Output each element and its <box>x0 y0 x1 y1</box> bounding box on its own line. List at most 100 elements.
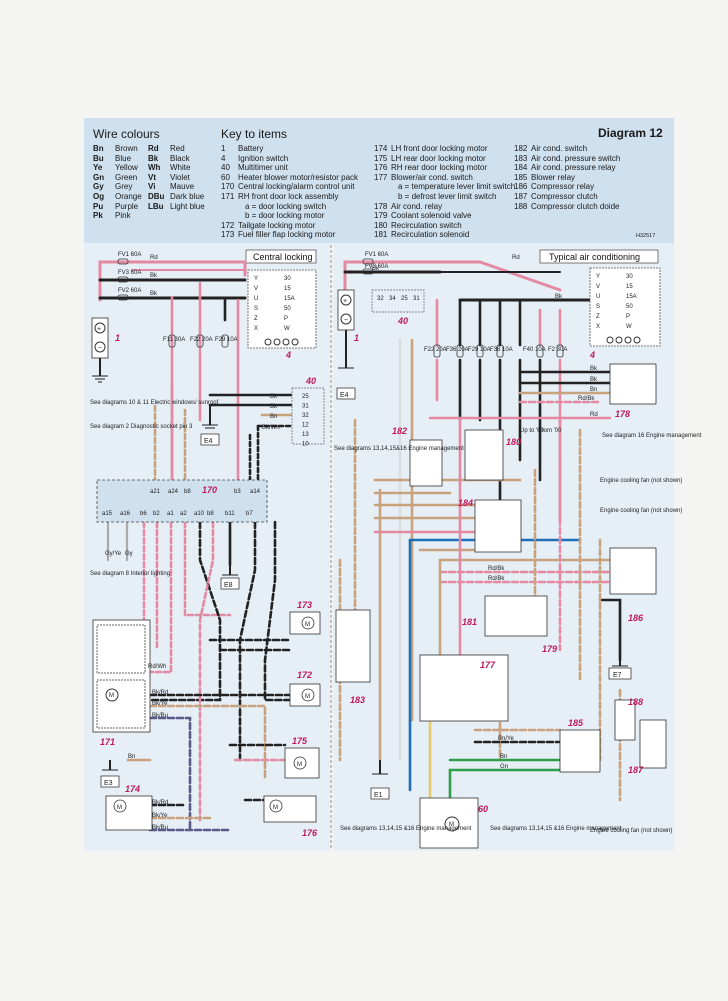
timer-pin: 13 <box>302 432 309 438</box>
ignition-letter: S <box>596 304 600 310</box>
ignition-contact <box>291 338 299 346</box>
svg-text:Bk/Ye: Bk/Ye <box>152 813 168 819</box>
svg-text:40: 40 <box>305 376 316 386</box>
svg-text:174: 174 <box>125 784 140 794</box>
ecu-pin: a14 <box>250 489 261 495</box>
svg-text:Rd/Wh: Rd/Wh <box>148 664 166 670</box>
svg-text:F40 10A: F40 10A <box>523 347 546 353</box>
svg-text:−: − <box>344 317 348 324</box>
ecu-pin: b8 <box>207 511 214 517</box>
battery-right: + − E4 <box>336 289 356 400</box>
svg-text:4: 4 <box>589 350 595 360</box>
svg-text:From '00: From '00 <box>538 428 562 434</box>
svg-text:172: 172 <box>297 670 312 680</box>
svg-text:Engine cooling fan (not shown): Engine cooling fan (not shown) <box>600 508 682 514</box>
svg-text:Bk/Wh: Bk/Wh <box>262 425 280 431</box>
svg-text:See diagram 16 Engine manageme: See diagram 16 Engine management <box>602 433 702 439</box>
svg-text:180: 180 <box>506 437 521 447</box>
timer-pin: 25 <box>401 296 408 302</box>
ignition-contact <box>624 336 632 344</box>
ecu-pin: a16 <box>120 511 131 517</box>
ignition-terminal: 15 <box>626 284 633 290</box>
svg-text:175: 175 <box>292 736 308 746</box>
svg-text:M: M <box>109 693 114 699</box>
svg-text:60: 60 <box>478 804 488 814</box>
svg-text:E3: E3 <box>104 780 113 787</box>
svg-text:E8: E8 <box>224 582 233 589</box>
ignition-terminal: 50 <box>284 306 291 312</box>
ecu-pin: a2 <box>180 511 187 517</box>
svg-text:M: M <box>273 805 278 811</box>
ecu-pin: b2 <box>153 511 160 517</box>
svg-text:Bk: Bk <box>590 377 598 383</box>
svg-text:F11 30A: F11 30A <box>163 337 185 343</box>
svg-text:Rd: Rd <box>590 412 598 418</box>
right-item-numbers: 1 4 40 60 177 178 179 180 181 182 183 18… <box>350 316 644 814</box>
ignition-terminal: 15 <box>284 286 291 292</box>
svg-text:Bk: Bk <box>372 266 380 272</box>
svg-text:+: + <box>343 298 347 305</box>
svg-text:Bn/Ye: Bn/Ye <box>498 736 514 742</box>
svg-text:Gy: Gy <box>125 551 133 557</box>
svg-text:F2 30A: F2 30A <box>548 347 567 353</box>
svg-text:FV3 60A: FV3 60A <box>365 264 388 270</box>
ignition-contact <box>606 336 614 344</box>
ignition-letter: V <box>254 286 258 292</box>
left-wire-labels: Rd Bk Bk Bk Bk Bn Bk/Wh Rd/Wh Bk/Rd Bk/Y… <box>105 255 280 831</box>
svg-text:F36 20A: F36 20A <box>446 347 469 353</box>
svg-text:See diagram 2 Diagnostic socke: See diagram 2 Diagnostic socket pin 3 <box>90 424 193 430</box>
ignition-letter: Y <box>254 276 258 282</box>
svg-text:170: 170 <box>202 485 217 495</box>
svg-text:Bn: Bn <box>500 754 507 760</box>
svg-text:F29 10A: F29 10A <box>468 347 491 353</box>
svg-text:FV2 60A: FV2 60A <box>118 288 141 294</box>
ecu-pin: a15 <box>102 511 113 517</box>
svg-text:−: − <box>98 345 102 352</box>
ignition-letter: X <box>596 324 600 330</box>
ignition-terminal: 30 <box>626 274 633 280</box>
ignition-terminal: 50 <box>626 304 633 310</box>
svg-text:Rd/Bk: Rd/Bk <box>488 566 505 572</box>
ignition-letter: X <box>254 326 258 332</box>
svg-text:182: 182 <box>392 426 407 436</box>
ignition-terminal: P <box>284 316 288 322</box>
svg-text:Bk: Bk <box>270 404 278 410</box>
right-refs: See diagram 16 Engine management See dia… <box>334 433 702 834</box>
ecu-pin: a21 <box>150 489 161 495</box>
svg-text:M: M <box>297 762 302 768</box>
key-entry: b = defrost lever limit switch <box>398 191 497 201</box>
svg-text:Gy/Ye: Gy/Ye <box>105 551 122 557</box>
ignition-terminal: 15A <box>284 296 295 302</box>
svg-text:+: + <box>97 326 101 333</box>
svg-text:F22 20A: F22 20A <box>190 337 213 343</box>
svg-text:171: 171 <box>100 737 115 747</box>
svg-text:Bk: Bk <box>590 366 598 372</box>
svg-text:176: 176 <box>302 828 318 838</box>
ecu-pin: b6 <box>140 511 147 517</box>
